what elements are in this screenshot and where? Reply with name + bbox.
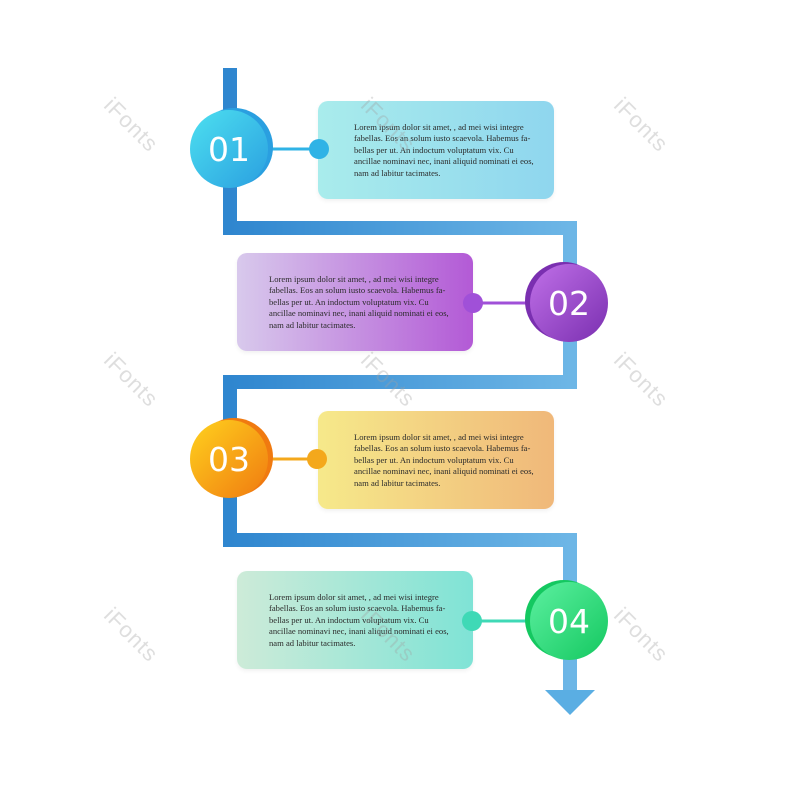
flow-line [223, 68, 577, 692]
step-node-04: 04 [462, 580, 608, 660]
step-node-01: 01 [190, 108, 329, 188]
step-card-03: Lorem ipsum dolor sit amet, , ad mei wis… [318, 411, 554, 509]
step-number: 02 [548, 284, 590, 323]
step-card-02: Lorem ipsum dolor sit amet, , ad mei wis… [237, 253, 473, 351]
connector-dot [307, 449, 327, 469]
step-card-01: Lorem ipsum dolor sit amet, , ad mei wis… [318, 101, 554, 199]
node-circle [530, 582, 608, 660]
node-circle [190, 110, 268, 188]
step-text: Lorem ipsum dolor sit amet, , ad mei wis… [269, 592, 449, 648]
connector-dot [462, 611, 482, 631]
step-card-04: Lorem ipsum dolor sit amet, , ad mei wis… [237, 571, 473, 669]
flow-arrowhead [545, 690, 595, 715]
connector-dot [463, 293, 483, 313]
step-number: 03 [208, 440, 250, 479]
step-text: Lorem ipsum dolor sit amet, , ad mei wis… [269, 274, 449, 330]
step-text: Lorem ipsum dolor sit amet, , ad mei wis… [354, 122, 534, 178]
node-circle [530, 264, 608, 342]
node-circle [190, 420, 268, 498]
step-node-03: 03 [190, 418, 327, 498]
step-number: 01 [208, 130, 250, 169]
step-number: 04 [548, 602, 590, 641]
step-text: Lorem ipsum dolor sit amet, , ad mei wis… [354, 432, 534, 488]
step-node-02: 02 [463, 262, 608, 342]
connector-dot [309, 139, 329, 159]
